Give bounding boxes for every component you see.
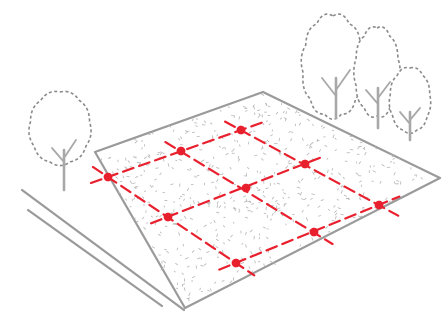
grid-node-r2-c2 (242, 184, 251, 193)
ground-speckle (200, 288, 201, 290)
ground-speckle (133, 157, 135, 158)
ground-speckle (208, 171, 209, 172)
ground-speckle (196, 266, 197, 269)
ground-speckle (264, 264, 265, 266)
tree-canopy (29, 91, 91, 165)
ground-speckle (363, 149, 365, 150)
ground-speckle (240, 145, 241, 147)
ground-speckle (246, 111, 248, 112)
ground-speckle (202, 125, 205, 126)
ground-speckle (155, 223, 156, 224)
ground-speckle (217, 205, 218, 208)
ground-speckle (126, 158, 127, 160)
land-plot (95, 92, 440, 308)
ground-speckle (219, 174, 222, 175)
grid-node-r1-c2 (177, 147, 186, 156)
grid-node-r1-c3 (237, 126, 246, 135)
ground-speckle (234, 200, 235, 201)
ground-speckle (387, 167, 390, 168)
ground-speckle (276, 206, 277, 208)
ground-speckle (174, 271, 175, 272)
ground-layer (95, 92, 440, 308)
ground-speckle (319, 216, 321, 217)
ground-speckle (223, 147, 224, 148)
tree-back-3 (389, 68, 430, 141)
ground-speckle (257, 187, 258, 188)
grid-node-r3-c3 (375, 201, 384, 210)
grid-node-r3-c2 (310, 228, 319, 237)
ground-speckle (217, 212, 219, 213)
ground-speckle (190, 198, 191, 199)
ground-speckle (207, 194, 208, 195)
ground-speckle (196, 119, 197, 120)
ground-speckle (233, 208, 234, 209)
ground-speckle (254, 113, 255, 115)
ground-speckle (259, 237, 260, 239)
ground-speckle (370, 166, 371, 168)
grid-node-r3-c1 (232, 259, 241, 268)
ground-speckle (337, 200, 338, 201)
grid-node-r1-c1 (104, 173, 113, 182)
ground-speckle (165, 226, 167, 227)
ground-speckle (176, 160, 177, 161)
tree-left (29, 91, 91, 190)
ground-speckle (214, 244, 215, 247)
ground-speckle (234, 149, 235, 151)
ground-speckle (393, 159, 395, 160)
ground-speckle (251, 212, 252, 213)
ground-speckle (266, 121, 268, 122)
ground-speckle (143, 217, 144, 219)
grid-node-r2-c1 (164, 213, 173, 222)
ground-speckle (135, 140, 137, 141)
grid-node-r2-c3 (301, 160, 310, 169)
ground-speckle (183, 244, 184, 246)
ground-speckle (264, 213, 266, 214)
ground-speckle (286, 224, 287, 225)
ground-speckle (274, 184, 275, 185)
ground-speckle (223, 250, 224, 253)
